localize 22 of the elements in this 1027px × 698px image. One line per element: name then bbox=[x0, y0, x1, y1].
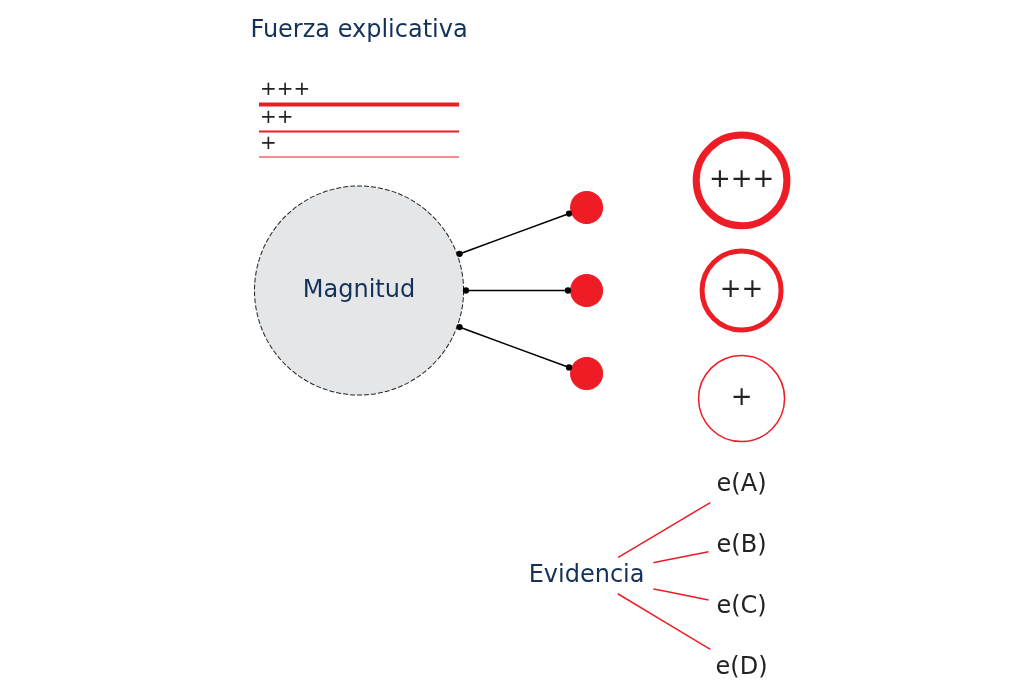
node-text: e(D) bbox=[715, 651, 768, 680]
legend-label: + bbox=[259, 130, 277, 155]
node-circle: ++ bbox=[699, 248, 784, 333]
connector bbox=[455, 210, 572, 257]
connector bbox=[652, 588, 709, 601]
node-text: e(A) bbox=[716, 468, 767, 497]
node-text: e(B) bbox=[716, 529, 767, 558]
node-circle bbox=[569, 274, 603, 307]
legend-label: +++ bbox=[259, 76, 310, 101]
connector bbox=[616, 593, 711, 651]
node-circle bbox=[569, 190, 603, 224]
connector bbox=[455, 323, 572, 371]
node-circle: +++ bbox=[692, 131, 790, 230]
legend-label: ++ bbox=[259, 104, 294, 129]
node-circle: + bbox=[697, 354, 785, 443]
node-circle bbox=[569, 357, 603, 390]
connector bbox=[462, 287, 571, 294]
connector bbox=[616, 501, 711, 559]
node-text: Evidencia bbox=[528, 559, 645, 588]
node-text: e(C) bbox=[715, 590, 767, 619]
connector bbox=[652, 551, 709, 564]
label: Fuerza explicativa bbox=[249, 14, 468, 43]
